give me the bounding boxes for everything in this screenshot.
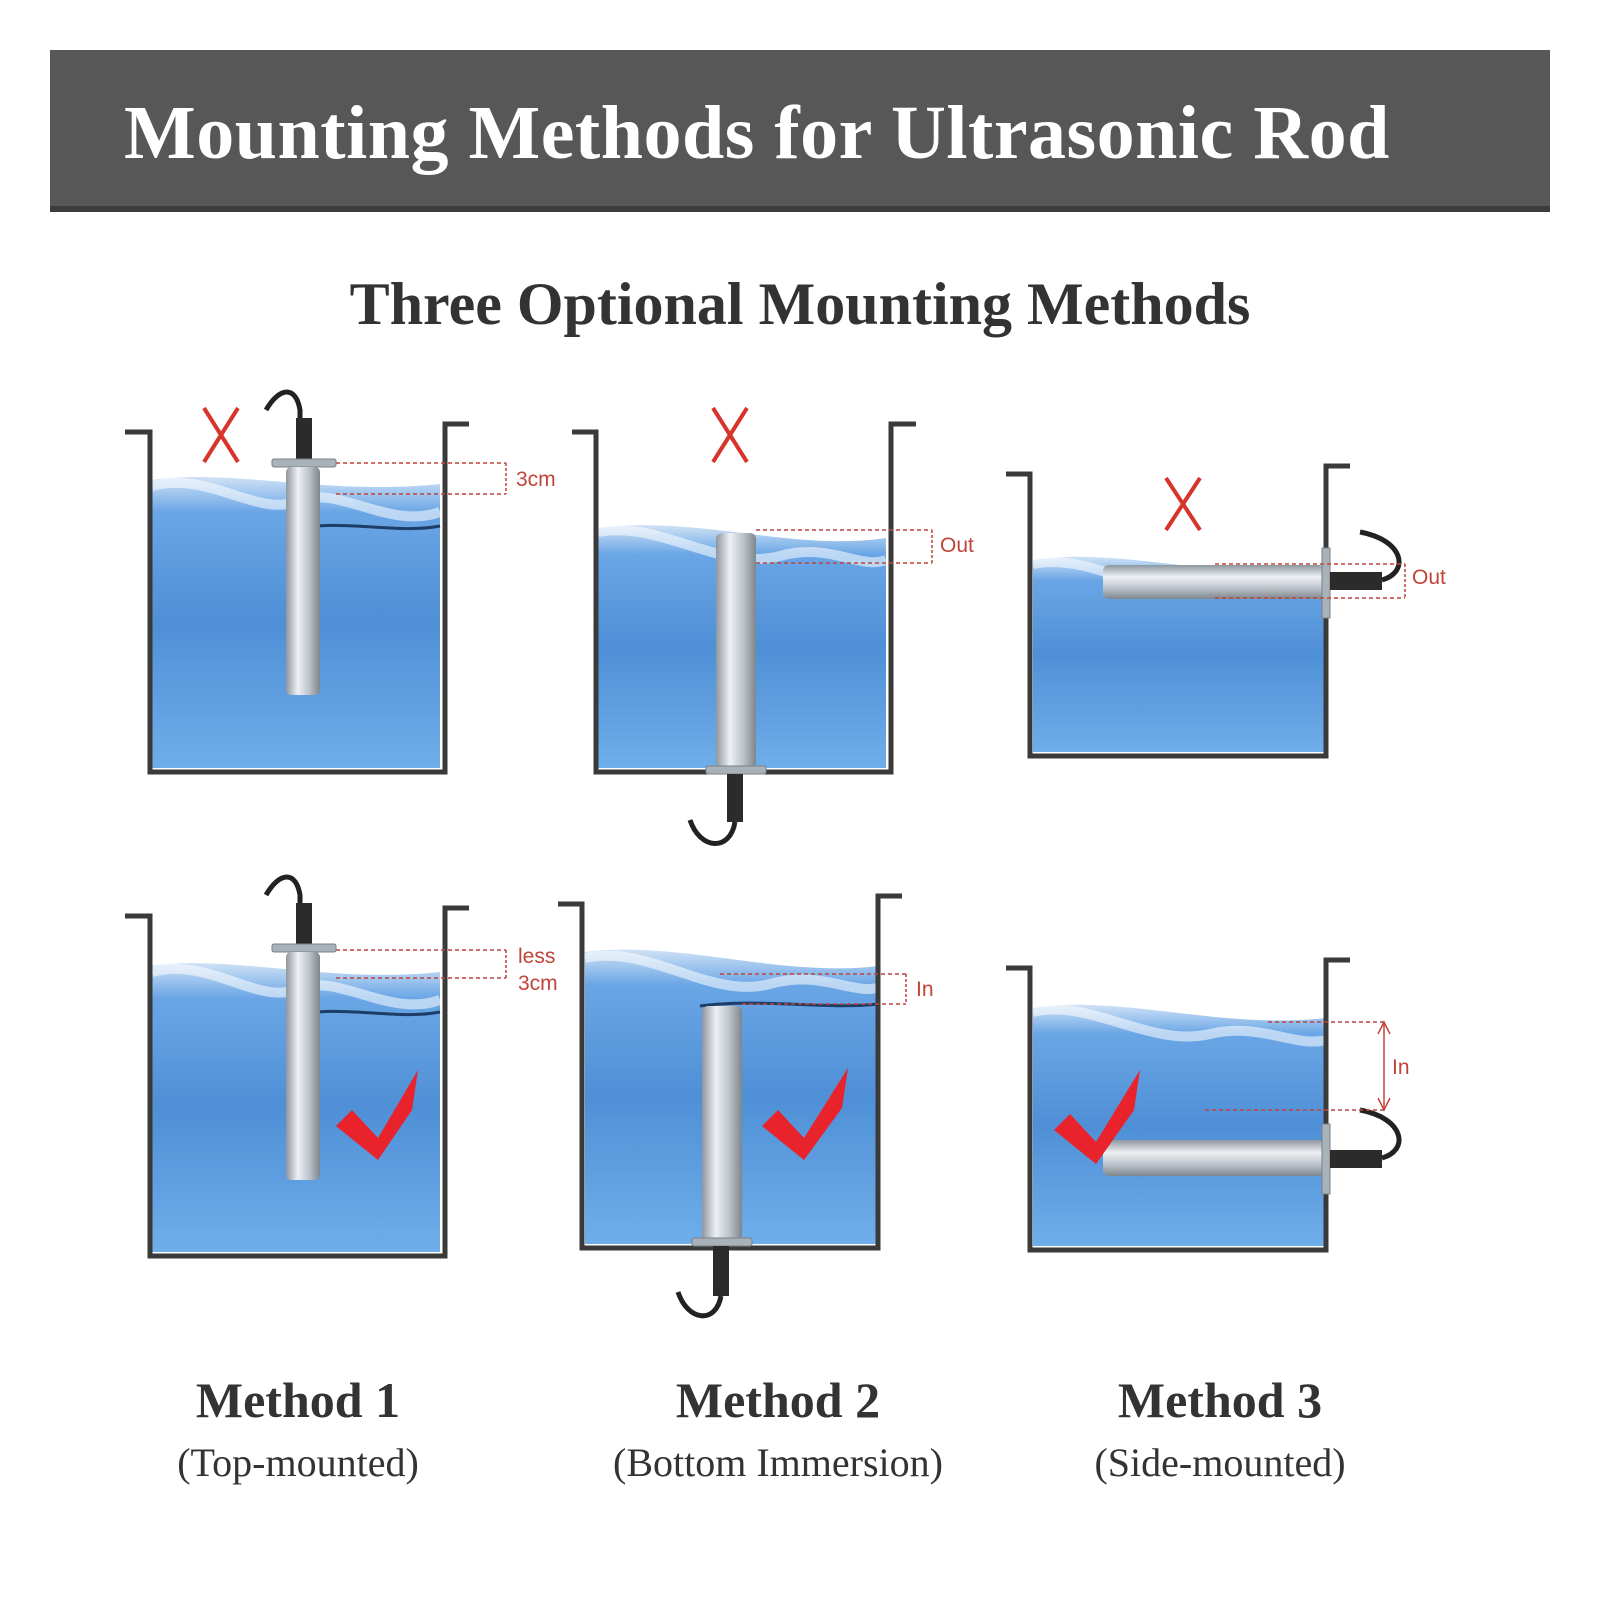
subtitle: Three Optional Mounting Methods — [349, 271, 1251, 337]
caption-method-2: Method 2 (Bottom Immersion) — [548, 1372, 1008, 1498]
cable-icon — [675, 1291, 724, 1319]
cable-icon — [1359, 529, 1402, 583]
cable-icon — [687, 819, 738, 846]
ultrasonic-rod-icon — [716, 533, 756, 769]
correct-check-icon — [762, 1068, 848, 1160]
tank-method1-correct — [125, 874, 507, 1259]
method-name: Method 2 — [675, 1372, 881, 1428]
header-banner: Mounting Methods for Ultrasonic Rod — [50, 50, 1550, 212]
method-description: (Side-mounted) — [1094, 1440, 1346, 1485]
annotation-less: less — [518, 945, 555, 968]
ultrasonic-rod-icon — [702, 1006, 742, 1242]
caption-method-1: Method 1 (Top-mounted) — [68, 1372, 528, 1498]
ultrasonic-rod-icon — [286, 467, 320, 695]
tank-method3-correct — [1006, 957, 1402, 1253]
method-description: (Bottom Immersion) — [613, 1440, 943, 1485]
page-title: Mounting Methods for Ultrasonic Rod — [124, 91, 1390, 175]
cable-icon — [263, 874, 303, 950]
annotation-out: Out — [1412, 566, 1446, 589]
cable-icon — [1359, 1107, 1402, 1161]
correct-check-icon — [1054, 1070, 1140, 1164]
tank-method3-wrong — [1006, 463, 1406, 759]
wrong-x-icon — [711, 406, 749, 464]
ultrasonic-rod-icon — [1103, 1140, 1325, 1176]
annotation-3cm: 3cm — [516, 468, 556, 491]
wrong-x-icon — [202, 406, 240, 464]
tank-method2-wrong — [572, 406, 933, 846]
wrong-x-icon — [1164, 476, 1202, 532]
correct-check-icon — [336, 1070, 418, 1160]
method-name: Method 1 — [195, 1372, 401, 1428]
method-description: (Top-mounted) — [177, 1440, 419, 1485]
caption-method-3: Method 3 (Side-mounted) — [990, 1372, 1450, 1498]
ultrasonic-rod-icon — [1103, 565, 1325, 599]
annotation-out: Out — [940, 534, 974, 557]
cable-icon — [263, 389, 303, 465]
annotation-in: In — [1392, 1056, 1410, 1079]
ultrasonic-rod-icon — [286, 952, 320, 1180]
tank-method2-correct — [558, 893, 907, 1319]
tank-method1-wrong — [125, 389, 507, 775]
method-name: Method 3 — [1117, 1372, 1323, 1428]
annotation-3cm: 3cm — [518, 972, 558, 995]
annotation-in: In — [916, 978, 934, 1001]
